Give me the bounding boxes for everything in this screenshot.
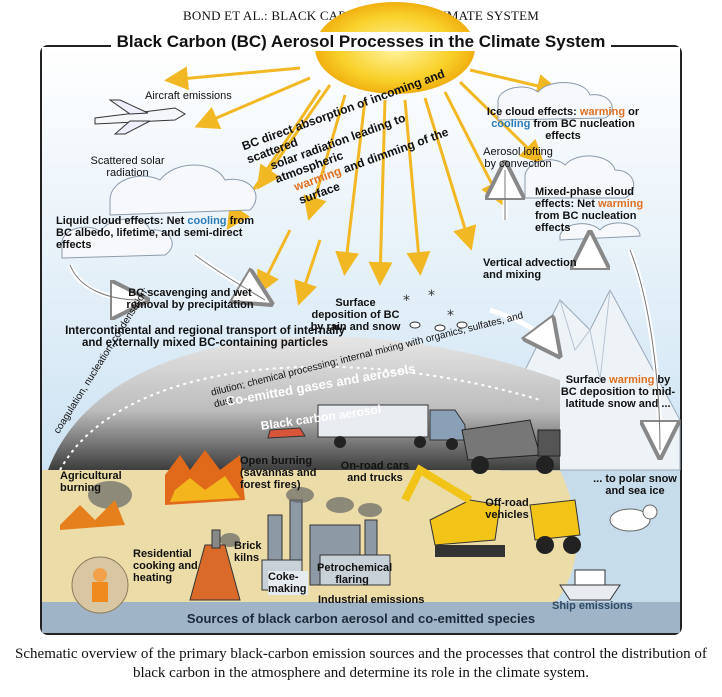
sources-band	[42, 602, 680, 633]
brick-kilns-label: Brick kilns	[234, 540, 262, 564]
band-dots	[59, 365, 541, 471]
ship-label: Ship emissions	[552, 600, 633, 612]
mixed-prefix: Mixed-phase cloud effects: Net	[535, 186, 635, 210]
svg-text:*: *	[428, 288, 435, 304]
aircraft-label: Aircraft emissions	[145, 90, 232, 102]
figure-caption: Schematic overview of the primary black-…	[15, 646, 707, 681]
brick-kiln-icon	[189, 529, 241, 601]
ice-suffix: from BC nucleation effects	[530, 118, 635, 142]
scattered-radiation-label: Scattered solar radiation	[90, 155, 165, 179]
airplane-icon	[94, 99, 186, 135]
offroad-label: Off-road vehicles	[485, 497, 529, 521]
open-burning-label: Open burning (savannas and forest fires)	[240, 455, 317, 491]
raindrop-icons	[409, 321, 468, 332]
mixed-phase-label: Mixed-phase cloud effects: Net warming f…	[535, 186, 655, 234]
liquid-cloud-suffix: from BC albedo, lifetime, and semi-direc…	[56, 215, 255, 251]
diagram-title-wrap: Black Carbon (BC) Aerosol Processes in t…	[0, 32, 722, 52]
loader-icon	[529, 499, 581, 554]
surface-warming-label: Surface warming by BC deposition to mid-…	[558, 374, 678, 410]
svg-text:*: *	[447, 308, 454, 324]
excavator-icon	[401, 464, 505, 557]
liquid-cloud-cooling: cooling	[187, 215, 227, 227]
liquid-cloud-prefix: Liquid cloud effects: Net	[56, 215, 188, 227]
industrial-label: Industrial emissions	[318, 594, 425, 606]
ice-prefix: Ice cloud effects:	[486, 106, 580, 118]
coke-label: Coke-making	[268, 571, 308, 595]
agricultural-label: Agricultural burning	[60, 470, 122, 494]
process-arrow-outlines	[69, 170, 661, 451]
polar-label: ... to polar snow and sea ice	[593, 473, 677, 497]
sources-label: Sources of black carbon aerosol and co-e…	[186, 611, 536, 626]
snowflake-icons: * * *	[403, 288, 454, 324]
liquid-cloud-label: Liquid cloud effects: Net cooling from B…	[56, 215, 256, 251]
polar-bear-icon	[609, 504, 658, 532]
onroad-label: On-road cars and trucks	[340, 460, 410, 484]
fire-icon	[165, 450, 245, 505]
ice-cooling: cooling	[491, 118, 531, 130]
surface-warming: warming	[609, 374, 655, 386]
svg-text:*: *	[403, 293, 410, 309]
scavenging-label: BC scavenging and wet removal by precipi…	[126, 287, 254, 311]
diagram-title: Black Carbon (BC) Aerosol Processes in t…	[110, 32, 612, 51]
surface-prefix: Surface	[565, 374, 610, 386]
deposition-label: Surface deposition of BC by rain and sno…	[310, 297, 401, 333]
cooking-icon	[71, 556, 129, 614]
mixed-warming: warming	[597, 198, 644, 210]
agricultural-fire-icon	[60, 500, 125, 530]
petrochemical-label: Petrochemical flaring	[317, 562, 393, 586]
truck-icon	[317, 404, 466, 450]
ice-cloud-label: Ice cloud effects: warming or cooling fr…	[478, 106, 648, 142]
lofting-label: Aerosol lofting by convection	[483, 146, 553, 170]
mixed-suffix: from BC nucleation effects	[535, 210, 637, 234]
ice-or: or	[625, 106, 640, 118]
surface-suffix: by BC deposition to mid-latitude snow an…	[560, 374, 676, 410]
car-icon	[267, 427, 306, 439]
residential-label: Residential cooking and heating	[133, 548, 198, 584]
dump-truck-icon	[461, 419, 561, 474]
advection-label: Vertical advection and mixing	[483, 257, 577, 281]
smoke-icons	[88, 481, 382, 547]
ice-warming: warming	[579, 106, 626, 118]
ship-icon	[559, 569, 621, 601]
mountain-shade	[559, 289, 611, 381]
transport-label: Intercontinental and regional transport …	[65, 325, 345, 349]
